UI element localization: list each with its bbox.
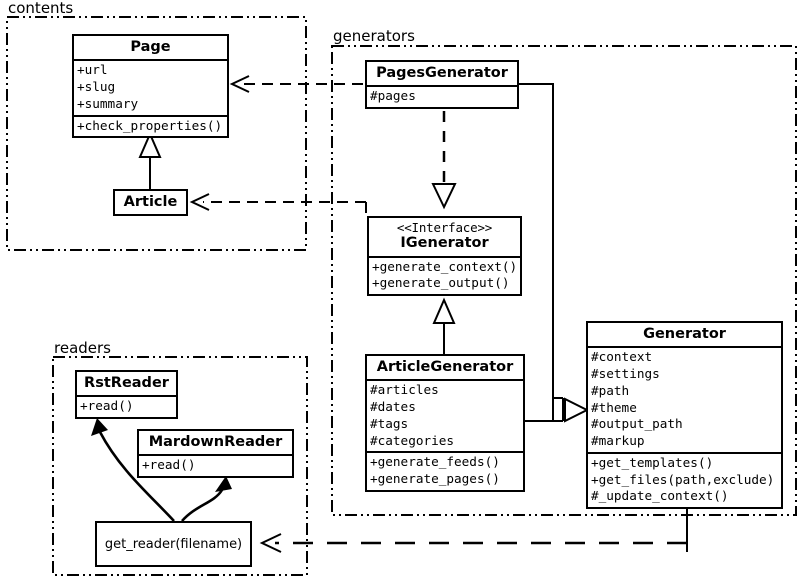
class-rstreader-name: RstReader: [84, 375, 169, 391]
method: +generate_context(): [372, 258, 518, 274]
class-articlegenerator-methods: +generate_feeds() +generate_pages(): [367, 451, 523, 490]
method: +read(): [80, 398, 134, 414]
class-igenerator-methods: +generate_context() +generate_output(): [369, 255, 520, 295]
method: +read(): [142, 457, 196, 473]
class-mardownreader-methods: +read(): [139, 454, 292, 476]
class-rstreader-methods: +read(): [77, 395, 176, 417]
function-get-reader[interactable]: get_reader(filename): [95, 521, 252, 567]
attribute: #categories: [370, 432, 455, 448]
package-label-contents: contents: [6, 0, 76, 17]
relation-generator-uses-get-reader: [259, 503, 688, 553]
relation-get-reader-returns-mardownreader: [181, 476, 232, 522]
attribute: #output_path: [591, 416, 683, 432]
class-page-name: Page: [130, 39, 171, 55]
class-articlegenerator-attributes: #articles #dates #tags #categories: [367, 379, 523, 451]
package-label-readers: readers: [52, 339, 113, 357]
method: +get_templates(): [591, 454, 714, 470]
attribute: #tags: [370, 415, 409, 431]
class-articlegenerator-name: ArticleGenerator: [376, 359, 514, 375]
class-article[interactable]: Article: [113, 189, 188, 217]
class-generator-name: Generator: [643, 326, 726, 342]
method: +generate_pages(): [370, 471, 500, 487]
attribute: #context: [591, 349, 653, 365]
attribute: +slug: [77, 79, 116, 94]
relation-articlegenerator-inherits-igenerator: [432, 297, 456, 355]
class-pagesgenerator-name: PagesGenerator: [376, 65, 508, 81]
attribute: #articles: [370, 382, 439, 398]
attribute: #path: [591, 382, 630, 398]
class-igenerator[interactable]: <<Interface>> IGenerator +generate_conte…: [367, 216, 522, 297]
attribute: #theme: [591, 399, 637, 415]
class-mardownreader[interactable]: MardownReader +read(): [137, 429, 294, 478]
relation-pagesgenerator-implements-igenerator: [431, 111, 457, 210]
class-generator-attributes: #context #settings #path #theme #output_…: [588, 346, 781, 452]
class-articlegenerator[interactable]: ArticleGenerator #articles #dates #tags …: [365, 354, 525, 492]
relation-generators-inherit-generator: [519, 83, 590, 423]
class-mardownreader-name: MardownReader: [148, 434, 283, 450]
package-label-generators: generators: [331, 27, 417, 45]
attribute: #pages: [370, 88, 416, 104]
class-generator-methods: +get_templates() +get_files(path,exclude…: [588, 451, 781, 507]
function-get-reader-label: get_reader(filename): [104, 536, 243, 552]
attribute: #settings: [591, 366, 660, 381]
class-generator[interactable]: Generator #context #settings #path #them…: [586, 321, 783, 510]
class-rstreader[interactable]: RstReader +read(): [75, 370, 178, 419]
attribute: #dates: [370, 399, 416, 414]
class-igenerator-stereotype: <<Interface>>: [396, 220, 493, 235]
class-page-attributes: +url +slug +summary: [74, 59, 227, 114]
relation-pagesgenerator-uses-page: [229, 75, 363, 93]
method: +generate_output(): [372, 275, 510, 291]
attribute: +url: [77, 62, 108, 78]
relation-article-inherits-page: [138, 131, 162, 190]
class-page[interactable]: Page +url +slug +summary +check_properti…: [72, 34, 229, 139]
method: +get_files(path,exclude): [591, 471, 775, 487]
class-pagesgenerator-attributes: #pages: [367, 85, 517, 107]
class-pagesgenerator[interactable]: PagesGenerator #pages: [365, 60, 519, 109]
attribute: #markup: [591, 433, 645, 449]
method: #_update_context(): [591, 488, 729, 504]
class-page-methods: +check_properties(): [74, 114, 227, 137]
attribute: +summary: [77, 95, 139, 111]
class-igenerator-title: IGenerator: [400, 235, 489, 252]
relation-generators-uses-article: [189, 193, 367, 216]
class-igenerator-name: <<Interface>> IGenerator: [369, 218, 520, 256]
class-article-name: Article: [123, 194, 178, 210]
method: +check_properties(): [77, 117, 223, 133]
method: +generate_feeds(): [370, 454, 500, 470]
